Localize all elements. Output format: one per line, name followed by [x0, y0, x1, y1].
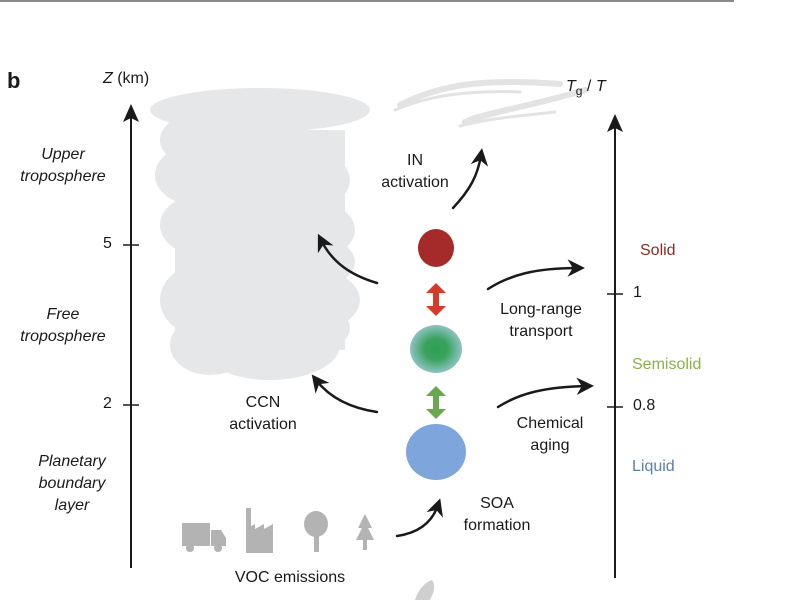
red-double-arrow-icon: [426, 283, 446, 316]
top-rule: [0, 0, 734, 2]
factory-icon: [246, 508, 273, 553]
phase-liquid-label: Liquid: [632, 458, 675, 475]
altitude-unit: (km): [112, 70, 150, 87]
tg-subscript: g: [575, 84, 583, 99]
ccn-activation-line1: CCN: [245, 394, 281, 411]
phase-semisolid-label: Semisolid: [632, 356, 702, 373]
layer-pbl-line2: boundary: [38, 475, 106, 492]
glass-ratio-axis-title: Tg / T: [566, 78, 606, 98]
layer-pbl-line1: Planetary: [38, 453, 106, 470]
chemical-aging-label: Chemical aging: [500, 413, 600, 457]
layer-pbl-line3: layer: [54, 497, 90, 514]
ccn-activation-arrow-lower: [311, 374, 379, 414]
ccn-activation-arrow-upper: [317, 233, 379, 285]
layer-upper-line2: troposphere: [20, 168, 106, 185]
tg-symbol: T: [566, 78, 576, 95]
t-symbol: T: [595, 78, 606, 95]
soa-formation-line2: formation: [463, 517, 531, 534]
glass-ratio-tick-label-1: 1: [633, 284, 642, 301]
deciduous-tree-icon: [304, 511, 328, 552]
chemical-aging-line2: aging: [530, 437, 570, 454]
long-range-line2: transport: [509, 323, 573, 340]
conifer-tree-icon: [356, 514, 374, 550]
altitude-tick-label-2: 2: [103, 395, 112, 412]
liquid-particle: [406, 424, 466, 480]
layer-free-line1: Free: [46, 306, 80, 323]
altitude-axis-arrowhead: [123, 104, 139, 122]
in-activation-line2: activation: [381, 174, 449, 191]
layer-upper-line1: Upper: [41, 146, 85, 163]
chemical-aging-arrow: [496, 377, 594, 409]
in-activation-label: IN activation: [370, 150, 460, 194]
partial-grey-graphic: [415, 580, 435, 600]
in-activation-line1: IN: [407, 152, 423, 169]
chemical-aging-line1: Chemical: [516, 415, 584, 432]
altitude-tick-label-5: 5: [103, 235, 112, 252]
truck-icon: [182, 523, 226, 552]
phase-solid-label: Solid: [640, 242, 676, 259]
glass-ratio-tick-label-0.8: 0.8: [633, 397, 656, 414]
ratio-slash: /: [582, 78, 596, 95]
cirrus-cloud: [393, 78, 588, 128]
semisolid-particle: [410, 325, 462, 373]
in-activation-arrow: [451, 148, 489, 210]
layer-free-line2: troposphere: [20, 328, 106, 345]
soa-formation-label: SOA formation: [452, 493, 542, 537]
voc-emissions-label: VOC emissions: [234, 569, 346, 586]
ccn-activation-line2: activation: [229, 416, 297, 433]
long-range-transport-label: Long-range transport: [488, 299, 594, 343]
altitude-var: Z: [103, 70, 113, 87]
altitude-axis-title: Z (km): [103, 70, 149, 88]
solid-particle: [418, 229, 454, 267]
layer-upper-troposphere: Upper troposphere: [14, 144, 112, 188]
cumulus-cloud: [150, 88, 370, 380]
panel-label: b: [7, 68, 21, 93]
layer-planetary-boundary: Planetary boundary layer: [24, 451, 120, 517]
soa-formation-arrow: [395, 498, 443, 538]
glass-ratio-axis-arrowhead: [607, 114, 623, 132]
soa-formation-line1: SOA: [480, 495, 514, 512]
layer-free-troposphere: Free troposphere: [14, 304, 112, 348]
long-range-transport-arrow: [486, 259, 585, 291]
long-range-line1: Long-range: [500, 301, 582, 318]
green-double-arrow-icon: [426, 386, 446, 419]
ccn-activation-label: CCN activation: [218, 392, 308, 436]
